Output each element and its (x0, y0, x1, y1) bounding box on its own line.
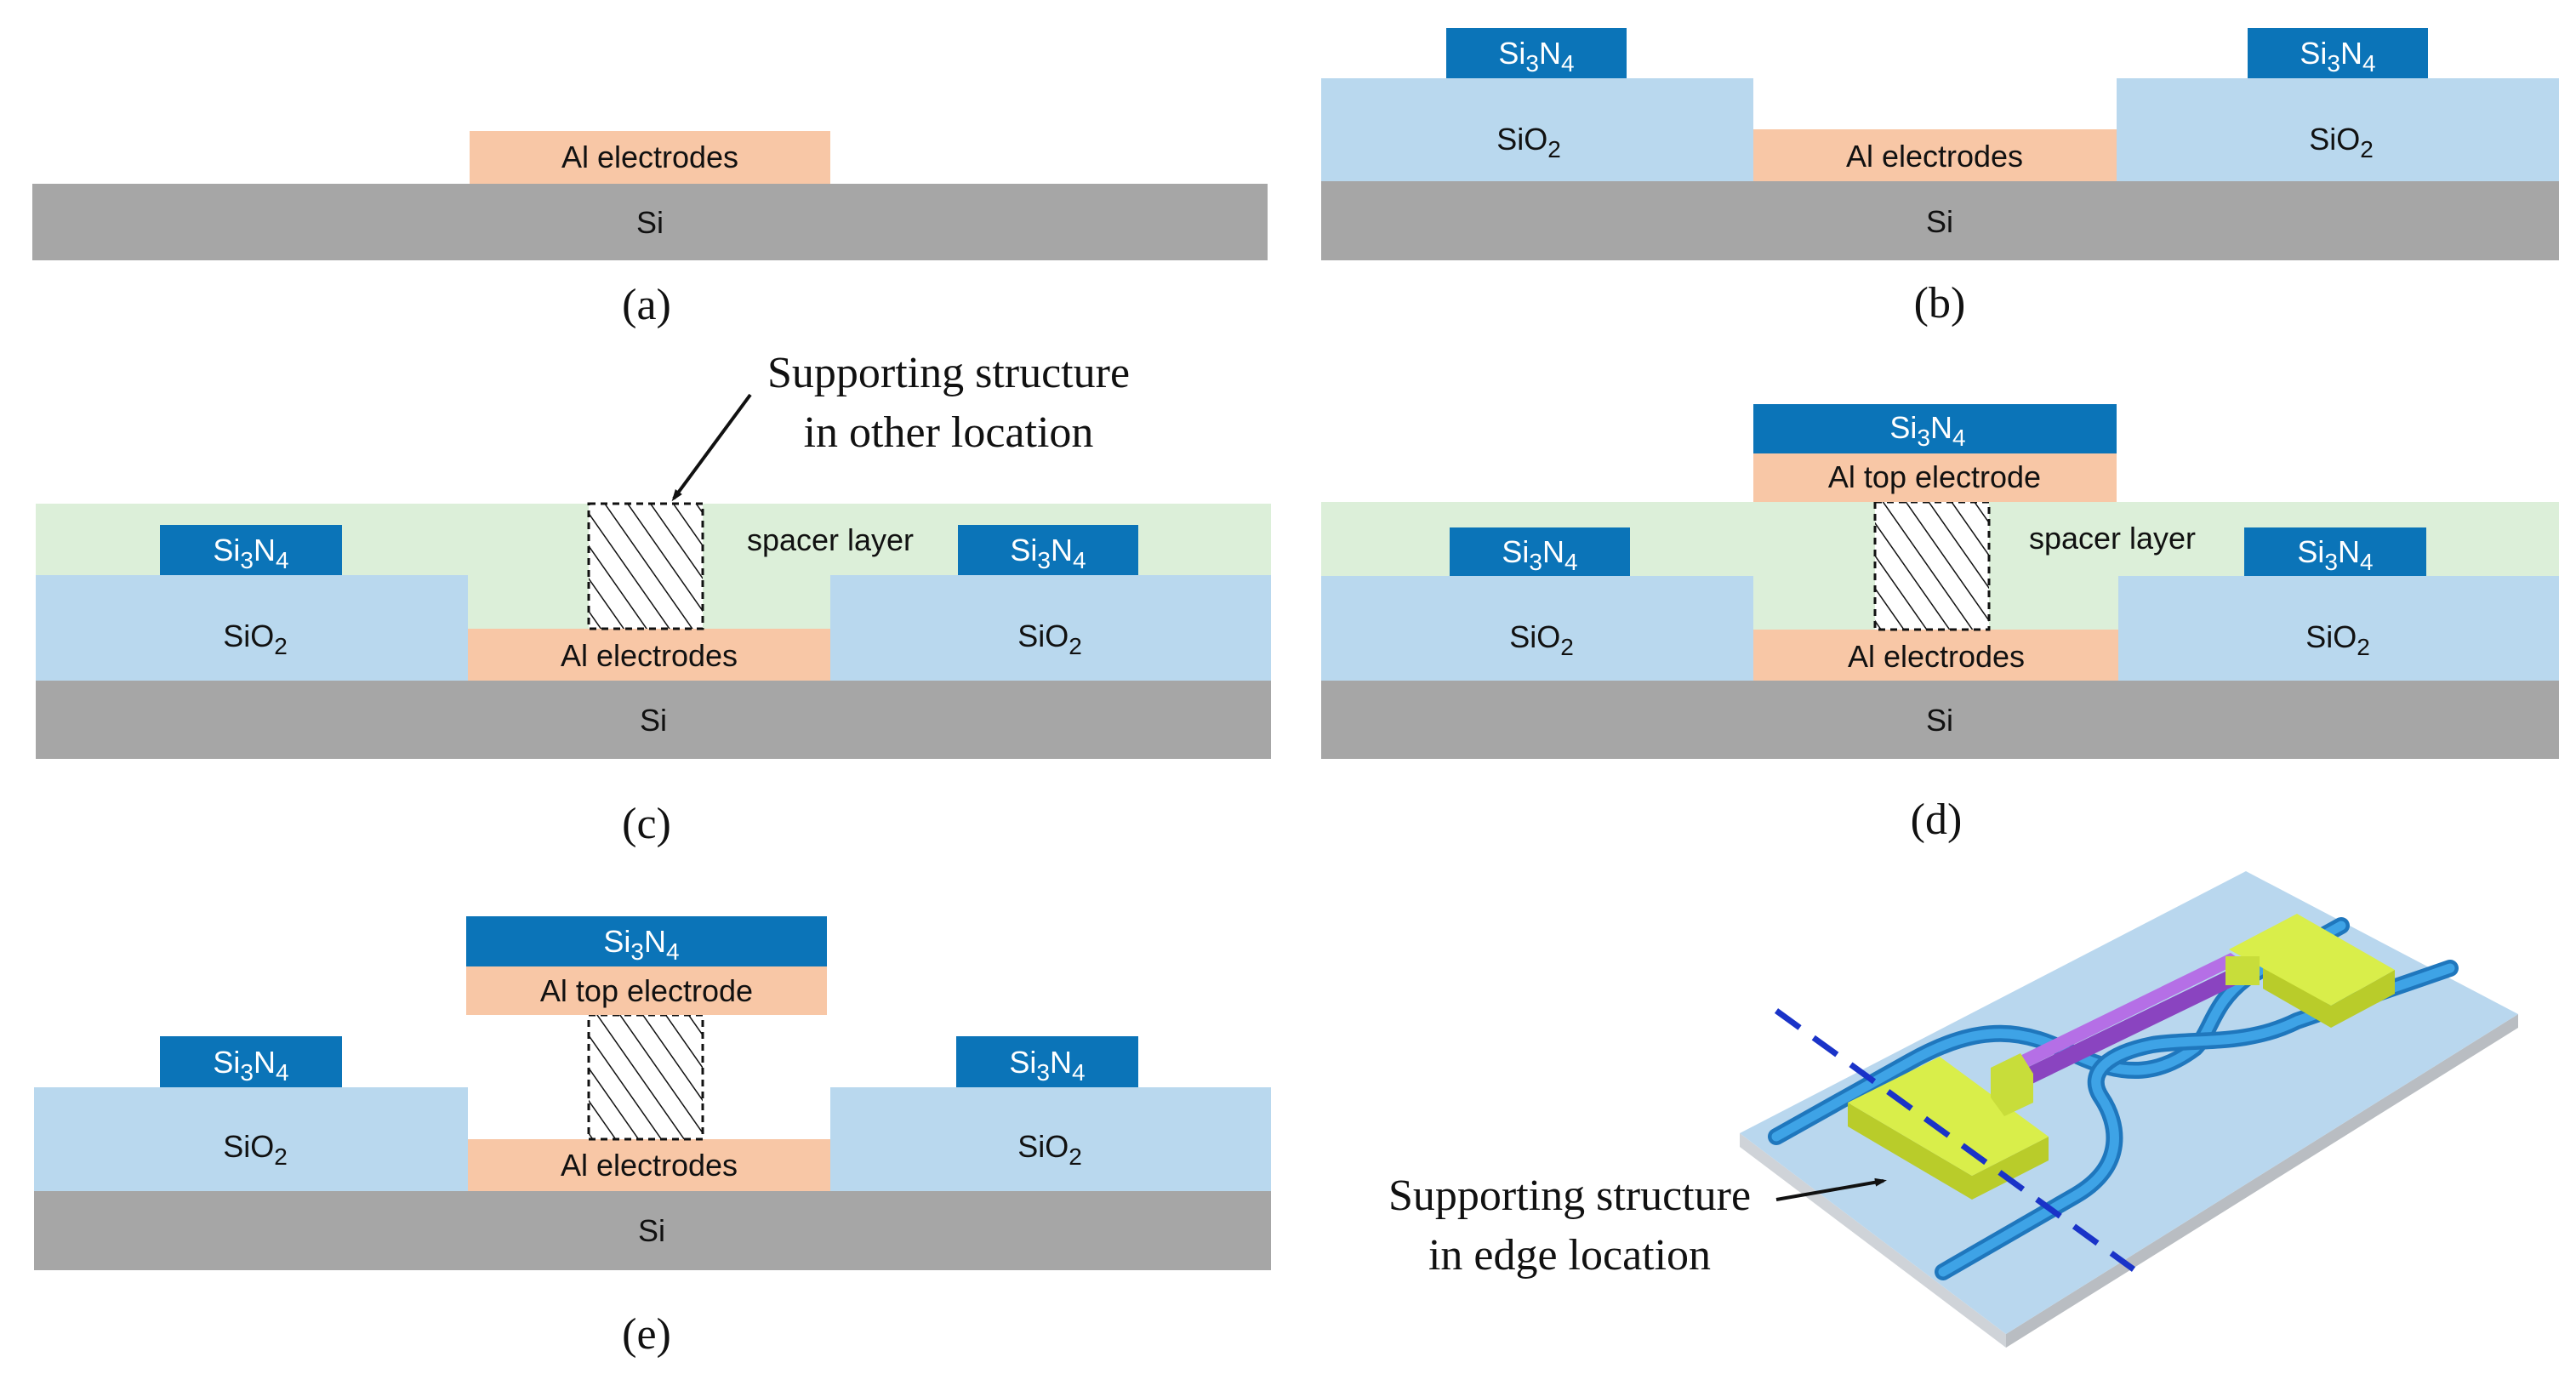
annotation-edge-line2: in edge location (1428, 1231, 1711, 1280)
sio2-right (830, 1087, 1271, 1191)
supporting-structure (587, 502, 704, 630)
si-label: Si (636, 205, 664, 240)
sio2-right (2117, 78, 2559, 181)
sio2-left-label: SiO2 (1509, 619, 1574, 660)
caption-a: (a) (622, 281, 671, 329)
pad-left (1848, 1057, 2049, 1176)
al-top-electrode (466, 966, 827, 1015)
panel-e: Si3N4 Al top electrode Si3N4 Si3N4 SiO2 … (34, 916, 1271, 1359)
panel-c: Si3N4 Si3N4 spacer layer SiO2 SiO2 Al el… (36, 349, 1271, 848)
panel-3d-device: Supporting structure in edge location (1388, 871, 2518, 1348)
sin-left (1446, 28, 1627, 78)
sio2-right (2118, 576, 2559, 681)
sio2-left (1321, 576, 1753, 681)
al-electrodes-label: Al electrodes (561, 140, 738, 174)
panel-b: Si3N4 Si3N4 SiO2 SiO2 Al electrodes Si (… (1321, 28, 2559, 328)
si-substrate (32, 184, 1268, 260)
panel-d: Si3N4 Al top electrode Si3N4 Si3N4 space… (1321, 404, 2559, 844)
cut-line (1774, 1008, 2136, 1272)
annotation-edge-arrow (1775, 1177, 1887, 1201)
spacer-label: spacer layer (747, 522, 914, 557)
sio2-right-label: SiO2 (1017, 619, 1082, 659)
sin-left (160, 525, 342, 575)
si-substrate (1321, 181, 2559, 260)
sio2-right-label: SiO2 (1017, 1129, 1082, 1170)
annotation-line1: Supporting structure (767, 349, 1130, 397)
si-label: Si (1926, 703, 1953, 738)
al-top-electrode (1753, 453, 2117, 502)
sin-top (1753, 404, 2117, 453)
sin-left (160, 1036, 342, 1087)
si-label: Si (1926, 204, 1953, 239)
supporting-structure (1873, 500, 1991, 631)
chip-substrate-side (1740, 1133, 2006, 1348)
al-electrodes-label: Al electrodes (1846, 139, 2023, 174)
sin-right-label: Si3N4 (2297, 534, 2373, 575)
sin-right (956, 1036, 1138, 1087)
caption-c: (c) (622, 800, 671, 848)
sin-left-label: Si3N4 (1498, 36, 1574, 77)
al-electrodes (470, 131, 830, 184)
sio2-left-label: SiO2 (223, 619, 288, 659)
al-electrodes (1753, 630, 2118, 681)
al-electrodes-label: Al electrodes (561, 638, 738, 673)
sin-right-label: Si3N4 (1010, 533, 1086, 573)
sin-left-label: Si3N4 (213, 1045, 288, 1086)
waveguide-bottom-hl (1938, 963, 2455, 1277)
panel-a: Al electrodes Si (a) (32, 131, 1268, 329)
sio2-right-label: SiO2 (2309, 122, 2374, 162)
si-substrate (1321, 681, 2559, 759)
sin-right (2244, 527, 2426, 576)
si-substrate (34, 1191, 1271, 1270)
waveguide-top-hl (1771, 921, 2346, 1142)
pad-left-post (1991, 1053, 2033, 1116)
suspended-bridge (2008, 953, 2243, 1072)
sin-top (466, 916, 827, 966)
al-top-electrode-label: Al top electrode (1828, 459, 2041, 494)
sio2-left-label: SiO2 (1496, 122, 1561, 162)
annotation-arrow (671, 393, 752, 502)
sio2-right (830, 575, 1271, 681)
annotation-line2: in other location (804, 408, 1094, 457)
sin-right-label: Si3N4 (2300, 36, 2375, 77)
sin-right (958, 525, 1138, 575)
spacer-label: spacer layer (2029, 521, 2196, 556)
sin-top-label: Si3N4 (603, 924, 679, 965)
al-electrodes-label: Al electrodes (1848, 639, 2025, 674)
sio2-right-label: SiO2 (2305, 619, 2370, 660)
pad-right-front (2263, 966, 2395, 1028)
al-electrodes (468, 629, 830, 681)
sin-left (1450, 527, 1630, 576)
al-electrodes (468, 1139, 830, 1191)
al-top-electrode-label: Al top electrode (540, 973, 753, 1008)
caption-d: (d) (1911, 795, 1963, 844)
si-label: Si (640, 703, 667, 738)
caption-b: (b) (1914, 279, 1966, 328)
sio2-left (1321, 78, 1753, 181)
pad-right (2229, 914, 2395, 1006)
chip-substrate-front (2006, 1014, 2518, 1348)
al-electrodes (1753, 129, 2117, 181)
annotation-edge-line1: Supporting structure (1388, 1172, 1751, 1220)
sio2-left (36, 575, 468, 681)
sin-top-label: Si3N4 (1889, 410, 1965, 451)
supporting-structure (587, 1013, 704, 1141)
al-electrodes-label: Al electrodes (561, 1148, 738, 1183)
pad-left-front (1848, 1103, 2049, 1200)
caption-e: (e) (622, 1310, 671, 1359)
sin-right-label: Si3N4 (1009, 1045, 1085, 1086)
sin-left-label: Si3N4 (213, 533, 288, 573)
sio2-left (34, 1087, 468, 1191)
suspended-bridge-side (2015, 965, 2239, 1092)
waveguides (1768, 917, 2459, 1280)
sio2-left-label: SiO2 (223, 1129, 288, 1170)
sin-right (2248, 28, 2428, 78)
si-label: Si (638, 1213, 665, 1248)
si-substrate (36, 681, 1271, 759)
pad-right-step (2226, 956, 2260, 985)
sin-left-label: Si3N4 (1502, 534, 1577, 575)
